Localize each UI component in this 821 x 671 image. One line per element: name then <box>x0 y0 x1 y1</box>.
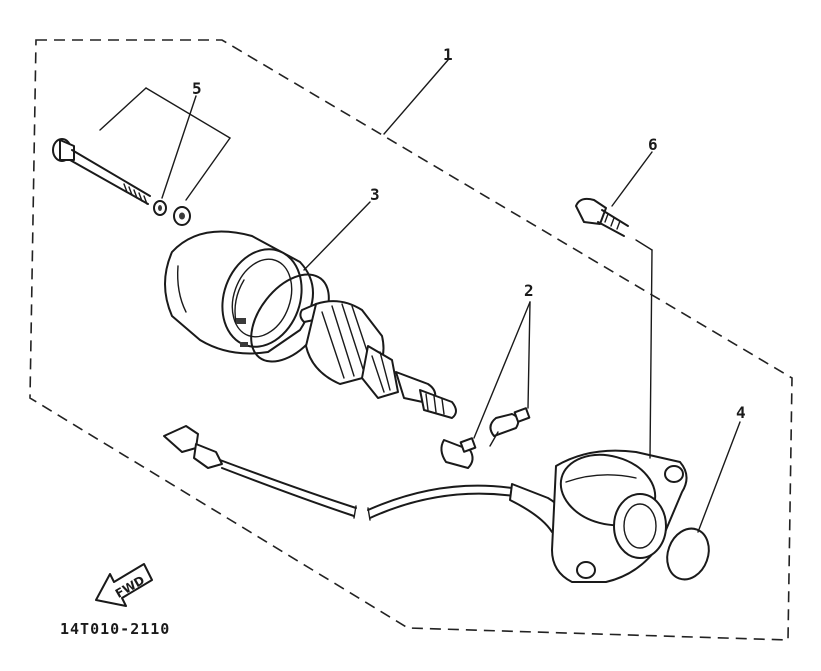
callout-2: 2 <box>524 281 534 300</box>
fwd-arrow-icon: FWD <box>95 563 153 607</box>
armature <box>299 300 457 419</box>
callout-2-leader-a <box>473 301 531 439</box>
callout-3: 3 <box>370 185 380 204</box>
mounting-screw <box>575 197 653 459</box>
callout-2-leader-b <box>527 301 531 409</box>
callout-1-leader <box>383 59 449 135</box>
drawing-code: 14T010-2110 <box>60 620 170 638</box>
assembly-boundary <box>29 39 793 641</box>
front-cover <box>551 449 688 583</box>
callout-6-leader <box>611 151 653 207</box>
plain-washer <box>173 206 191 226</box>
callout-5: 5 <box>192 79 202 98</box>
callout-3-leader <box>303 201 371 271</box>
o-ring-small <box>666 527 710 581</box>
callout-6: 6 <box>648 135 658 154</box>
callout-5-bracket <box>99 87 231 201</box>
lead-wire <box>163 425 568 533</box>
lock-washer <box>153 200 167 216</box>
callout-4-leader <box>697 421 741 533</box>
callout-4: 4 <box>736 403 746 422</box>
through-bolt <box>52 138 151 205</box>
brush-upper <box>489 407 531 447</box>
motor-yoke <box>164 230 314 355</box>
brush-lower <box>440 437 477 469</box>
callout-1: 1 <box>443 45 453 64</box>
